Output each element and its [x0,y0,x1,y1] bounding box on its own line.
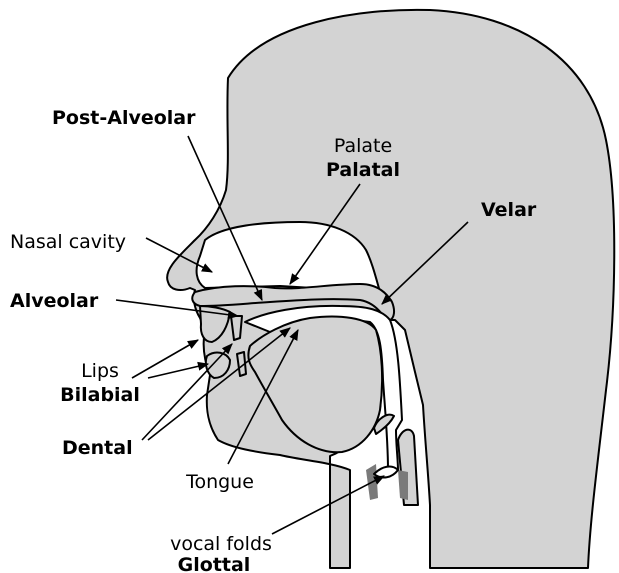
upper-teeth [231,316,242,340]
label-dental: Dental [62,437,133,459]
label-palatal: Palatal [326,159,400,181]
arrow-bilabial-lower [148,364,208,378]
label-glottal: Glottal [178,554,251,573]
arrow-bilabial-upper [132,340,198,378]
label-vocal-folds: vocal folds [170,533,272,555]
label-post-alveolar: Post-Alveolar [52,107,196,129]
vocal-folds-shape [374,467,398,478]
arrow-glottal [272,476,384,534]
label-tongue: Tongue [185,471,254,493]
label-nasal-cavity: Nasal cavity [10,231,126,253]
label-palate: Palate [334,135,392,157]
label-lips: Lips [81,360,119,382]
label-velar: Velar [481,199,537,221]
vocal-fold-shadow-right [398,470,408,500]
label-alveolar: Alveolar [10,290,99,312]
label-bilabial: Bilabial [60,384,140,406]
